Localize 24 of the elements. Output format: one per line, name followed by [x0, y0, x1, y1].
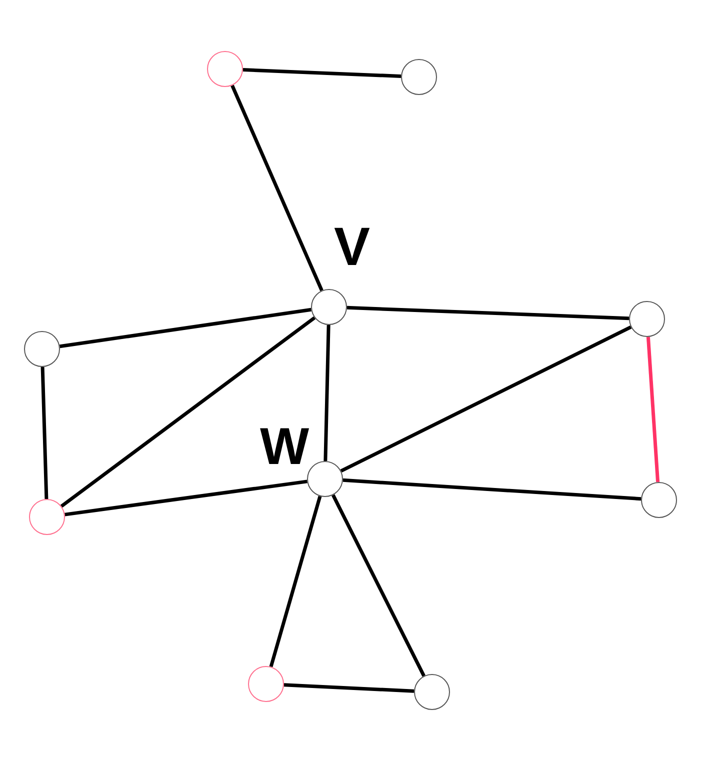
edge-line: [342, 478, 642, 501]
vertex-circle: [414, 674, 450, 710]
edge-line: [324, 324, 330, 462]
vertex-circle: [207, 51, 243, 87]
vertex-label: W: [260, 421, 310, 473]
edge-line: [230, 84, 324, 292]
edge-line: [284, 683, 414, 693]
edge-line: [340, 325, 632, 473]
vertex-circle: [24, 331, 60, 367]
vertex-circle: [29, 499, 65, 535]
edge-line: [60, 316, 316, 508]
vertex-circle: [248, 666, 284, 702]
edge-line: [60, 308, 312, 348]
edge-line: [64, 480, 308, 516]
edge-line: [646, 336, 660, 482]
vertex-circle: [629, 301, 665, 337]
vertex-circle: [641, 482, 677, 518]
edge-line: [242, 68, 402, 78]
edge-line: [40, 366, 48, 500]
vertex-circle: [401, 59, 437, 95]
edge-line: [346, 306, 630, 320]
edge-line: [332, 494, 426, 677]
edge-line: [269, 496, 322, 668]
vertex-label: V: [334, 220, 370, 274]
